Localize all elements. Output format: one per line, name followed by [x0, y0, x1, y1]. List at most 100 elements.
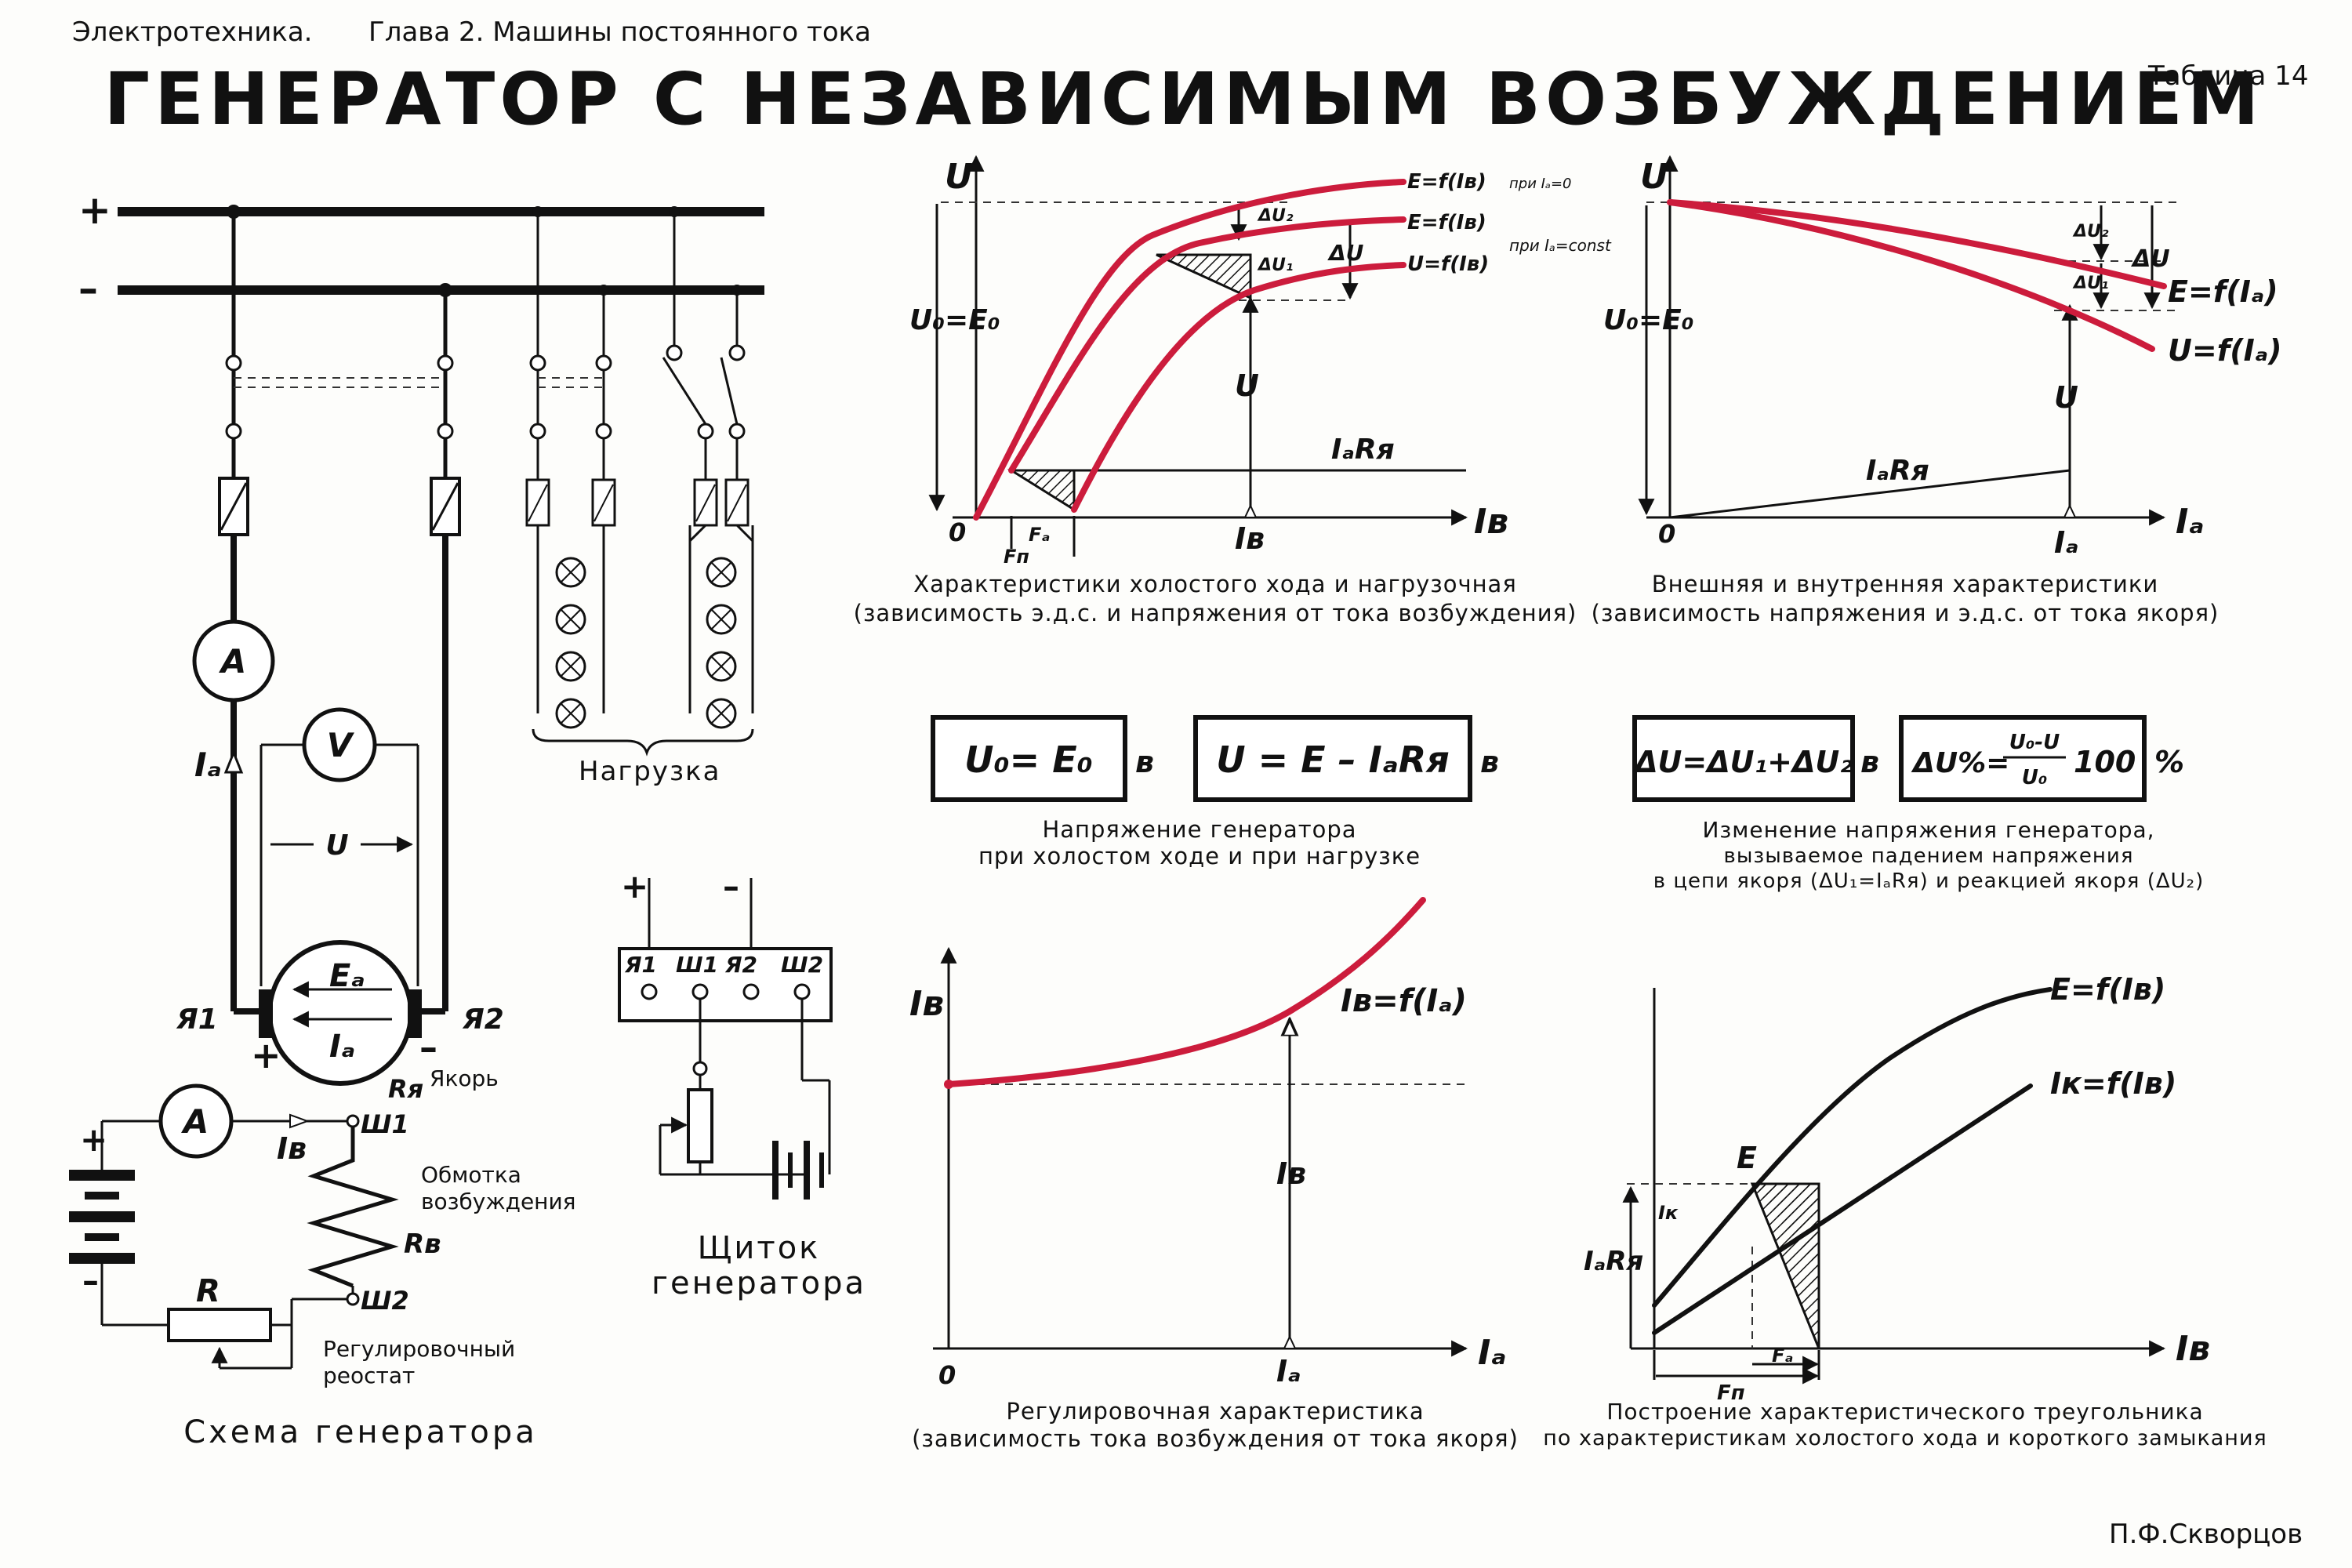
schematic-caption: Схема генератора	[183, 1414, 538, 1450]
graph-external: U Iₐ 0 U₀=E₀ U Iₐ IₐRя ΔU₂ ΔU₁ ΔU E=f(Iₐ…	[1592, 154, 2282, 626]
fn-label: Fп	[1004, 546, 1029, 568]
emf-noload-curve	[973, 179, 1406, 521]
rheostat-label-line1: Регулировочный	[323, 1336, 515, 1362]
x-axis-label: Iв	[2176, 1329, 2210, 1369]
formula-percent-lhs: ΔU%=	[1911, 747, 2009, 779]
battery-plus: +	[80, 1120, 107, 1159]
rheostat-symbol: R	[196, 1273, 220, 1309]
generator-panel: + – Я1 Ш1 Я2 Ш2	[618, 867, 864, 1301]
panel-terminal-ya2: Я2	[724, 952, 757, 978]
du1-label: ΔU₁	[2072, 274, 2109, 293]
fa-label: Fₐ	[1029, 524, 1050, 546]
formula-caption-left-2: при холостом ходе и при нагрузке	[978, 843, 1421, 869]
du1-label: ΔU₁	[1257, 256, 1294, 275]
formula-noload: U₀= E₀	[964, 739, 1093, 781]
inner-current-label: Iₐ	[329, 1029, 355, 1065]
panel-minus: –	[723, 867, 739, 906]
ik-mark-label: Iк	[1658, 1202, 1679, 1224]
x-axis-label: Iₐ	[1478, 1333, 1507, 1373]
caption-line2: (зависимость э.д.с. и напряжения от тока…	[854, 600, 1577, 626]
panel-box	[618, 947, 833, 1022]
field-ammeter-label: A	[181, 1102, 209, 1141]
condition-ia-zero: при Iₐ=0	[1509, 176, 1572, 192]
du-label: ΔU	[1327, 240, 1364, 266]
origin-label: 0	[949, 517, 966, 547]
formula-box-2	[1193, 715, 1472, 802]
curve-label-e: E=f(Iв)	[2050, 972, 2165, 1007]
field-current-label: Iв	[277, 1131, 307, 1166]
battery-cell	[69, 1170, 135, 1181]
du2-label: ΔU₂	[2072, 222, 2109, 241]
curve-label-ik: Iк=f(Iв)	[2050, 1066, 2176, 1101]
header: Электротехника. Глава 2. Машины постоянн…	[72, 16, 2308, 1550]
plus-sign: +	[78, 187, 111, 233]
voltmeter-label: V	[327, 726, 355, 764]
emf-label: Eₐ	[329, 958, 365, 994]
emf-load-curve	[1008, 216, 1406, 474]
field-circuit: A Iв Ш1 Ш2 Обмотка возбуждения Rв + –	[69, 1083, 576, 1388]
short-circuit-curve	[1652, 1083, 2033, 1335]
origin-label: 0	[1658, 519, 1675, 549]
x-axis-label: Iв	[1474, 502, 1508, 542]
caption-line1: Построение характеристического треугольн…	[1606, 1399, 2203, 1425]
panel-terminal-ya1: Я1	[624, 952, 657, 978]
battery-minus: –	[82, 1261, 99, 1300]
chapter-label: Глава 2. Машины постоянного тока	[368, 16, 871, 48]
iara-label: IₐRя	[1331, 434, 1395, 466]
voltage-load-curve	[1071, 262, 1406, 513]
formula-unit-3: в	[1860, 745, 1879, 779]
field-winding-zigzag	[307, 1127, 399, 1288]
switch-contact	[225, 354, 242, 372]
e-mark-label: E	[1737, 1141, 1757, 1175]
x-axis-label: Iₐ	[2176, 502, 2205, 542]
brush-left	[259, 989, 273, 1038]
formula-percent-denominator: U₀	[2022, 766, 2048, 789]
u0-label: U₀=E₀	[1603, 304, 1694, 336]
ammeter-label: A	[219, 642, 247, 681]
terminal-ya2: Я2	[462, 1004, 504, 1036]
formula-unit-2: в	[1480, 745, 1499, 779]
curve-label-u-load: U=f(Iв)	[1407, 252, 1489, 276]
u-mark-label: U	[1235, 368, 1259, 403]
panel-battery	[772, 1141, 779, 1200]
formula-caption-left-1: Напряжение генератора	[1042, 816, 1356, 843]
field-resistance-label: Rв	[404, 1229, 441, 1260]
formula-box-1	[931, 715, 1127, 802]
voltage-external-curve	[1667, 199, 2155, 352]
iv-mark-label: Iв	[1235, 521, 1265, 556]
terminal-sh2: Ш2	[361, 1286, 409, 1316]
formula-caption-right-1: Изменение напряжения генератора,	[1702, 817, 2154, 843]
table-number: Таблица 14	[2147, 60, 2308, 92]
fa-label: Fₐ	[1772, 1345, 1793, 1367]
armature-minus: –	[419, 1026, 437, 1069]
armature-resistance-label: Rя	[388, 1074, 423, 1104]
current-arrow	[223, 749, 244, 774]
graph-regulation: Iв Iₐ 0 Iв Iₐ Iв=f(Iₐ) Регулировочная ха…	[909, 897, 1518, 1452]
iv-mark-label: Iв	[1276, 1156, 1306, 1191]
open-switch	[662, 357, 707, 425]
formula-caption-right-2: вызываемое падением напряжения	[1724, 844, 2134, 868]
graph-noload: U Iв 0 U₀=E₀ U Iв ΔU₂ ΔU₁ ΔU IₐRя Fₐ Fп …	[854, 154, 1612, 626]
subject-label: Электротехника.	[72, 16, 312, 48]
terminal-sh1: Ш1	[361, 1109, 409, 1139]
caption-line1: Регулировочная характеристика	[1006, 1398, 1424, 1425]
y-axis-label: U	[1640, 157, 1668, 197]
load-label: Нагрузка	[579, 756, 720, 787]
panel-terminal-sh1: Ш1	[676, 952, 718, 978]
generator-schematic: + – A Iₐ V U	[69, 187, 864, 1450]
voltage-label: U	[325, 829, 348, 862]
curve-label-u: U=f(Iₐ)	[2168, 333, 2282, 368]
formula-percent-numerator: U₀-U	[2009, 731, 2060, 754]
minus-sign: –	[78, 266, 98, 311]
formula-box-3	[1632, 715, 1855, 802]
armature-current-label: Iₐ	[194, 746, 222, 784]
origin-label: 0	[938, 1360, 956, 1390]
du-label: ΔU	[2131, 245, 2170, 273]
graph-triangle: Iв IₐRя Iк E E=f(Iв) Iк=f(Iв) Fₐ Fп Пост…	[1543, 972, 2267, 1450]
formulas-row: U₀= E₀ в U = E – IₐRя в Напряжение генер…	[931, 715, 2203, 893]
curve-label-e-noload: E=f(Iв)	[1407, 170, 1486, 194]
formula-unit-1: в	[1135, 745, 1154, 779]
panel-plus: +	[621, 867, 648, 906]
fn-label: Fп	[1717, 1381, 1745, 1405]
